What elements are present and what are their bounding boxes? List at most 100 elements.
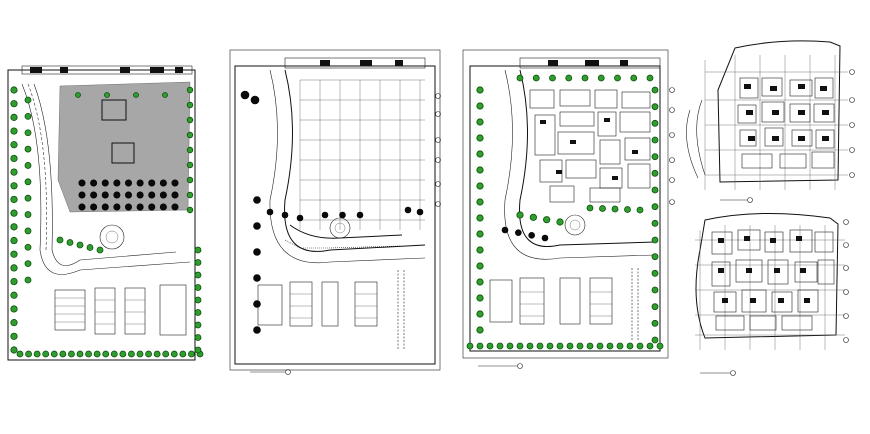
site-plan-furnished <box>462 49 675 369</box>
tree-icon <box>651 169 659 177</box>
tree-icon <box>651 219 659 227</box>
tree-icon <box>476 294 484 302</box>
furniture-block <box>722 298 728 303</box>
tree-icon <box>253 326 261 334</box>
tree-icon <box>136 191 144 199</box>
tree-icon <box>24 129 32 137</box>
tree-icon <box>153 350 161 358</box>
tree-icon <box>148 179 156 187</box>
tree-icon <box>536 342 544 350</box>
tree-icon <box>24 243 32 251</box>
tree-icon <box>10 86 18 94</box>
tree-icon <box>476 230 484 238</box>
tree-icon <box>253 300 261 308</box>
tree-icon <box>651 119 659 127</box>
tree-icon <box>10 195 18 204</box>
furniture-block <box>798 110 805 115</box>
furniture-block <box>822 136 829 141</box>
tree-icon <box>113 191 121 199</box>
tree-icon <box>56 236 64 244</box>
tree-icon <box>194 296 202 304</box>
tree-icon <box>76 350 84 358</box>
tree-icon <box>656 342 664 350</box>
tree-icon <box>186 161 194 169</box>
tree-icon <box>24 145 32 153</box>
room <box>741 289 767 313</box>
furniture-block <box>772 110 779 115</box>
tree-icon <box>125 179 133 187</box>
room <box>529 89 555 109</box>
tree-icon <box>516 74 524 82</box>
tree-icon <box>516 211 524 219</box>
tree-icon <box>476 246 484 254</box>
tree-icon <box>466 342 474 350</box>
tree-icon <box>526 342 534 350</box>
tree-icon <box>125 191 133 199</box>
landscape-building-mass <box>58 82 190 212</box>
tree-icon <box>253 196 261 204</box>
tree-icon <box>171 179 179 187</box>
tree-icon <box>24 194 32 202</box>
tree-icon <box>42 350 50 358</box>
tree-icon <box>506 342 514 350</box>
tree-icon <box>24 112 32 120</box>
furniture-block <box>540 120 546 124</box>
tree-icon <box>646 74 654 82</box>
tree-icon <box>296 214 304 222</box>
room <box>737 104 757 124</box>
tree-icon <box>651 136 659 144</box>
tree-icon <box>194 259 202 266</box>
tree-icon <box>24 178 32 186</box>
room <box>713 291 737 313</box>
site-plan-grid <box>229 49 441 375</box>
tree-icon <box>24 276 32 284</box>
tree-icon <box>532 74 540 82</box>
furniture-block <box>770 86 777 91</box>
tree-icon <box>10 346 18 354</box>
furnished-grid-bubbles <box>669 87 675 205</box>
tree-icon <box>102 350 110 358</box>
tree-icon <box>119 350 127 358</box>
tree-icon <box>136 179 144 187</box>
floor-plan-upper <box>686 40 855 203</box>
tree-icon <box>179 350 187 358</box>
tree-icon <box>145 350 152 358</box>
tree-icon <box>90 203 98 211</box>
tree-icon <box>194 346 202 354</box>
room <box>624 137 651 161</box>
tree-icon <box>515 229 522 236</box>
furnished-trees <box>466 74 664 350</box>
room <box>715 315 745 331</box>
room <box>594 89 618 109</box>
tree-icon <box>10 291 18 299</box>
furniture-block <box>822 110 829 115</box>
tree-icon <box>159 179 167 187</box>
tree-icon <box>78 191 86 199</box>
room <box>767 259 789 285</box>
tree-icon <box>651 319 659 327</box>
tree-icon <box>104 92 110 98</box>
tree-icon <box>10 100 18 108</box>
tree-icon <box>96 246 104 254</box>
room <box>771 291 793 313</box>
tree-icon <box>194 334 202 341</box>
tree-icon <box>556 342 564 350</box>
furniture-block <box>800 268 806 273</box>
room <box>534 114 556 156</box>
lower-grid-bubbles <box>843 219 849 343</box>
tree-icon <box>486 342 494 350</box>
tree-icon <box>101 203 109 211</box>
room <box>764 231 784 253</box>
room <box>741 153 773 169</box>
tree-icon <box>566 342 574 350</box>
room <box>557 131 595 155</box>
tree-icon <box>10 127 18 135</box>
tree-icon <box>59 350 67 358</box>
tree-icon <box>10 182 18 190</box>
tree-icon <box>476 198 484 206</box>
tree-icon <box>24 260 32 268</box>
furniture-block <box>612 176 618 180</box>
tree-icon <box>101 179 109 187</box>
room <box>815 129 835 149</box>
